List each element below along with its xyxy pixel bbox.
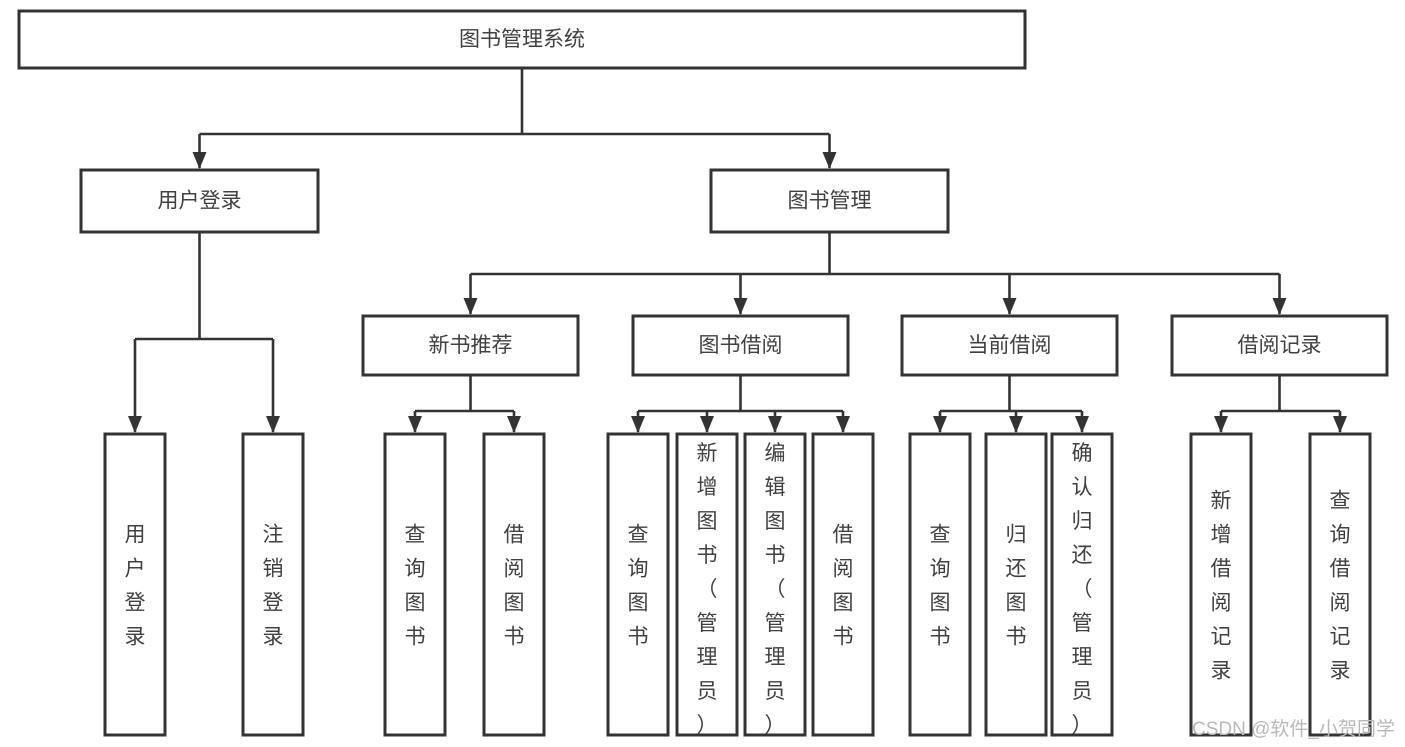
- node-leaf-leaf-confirm-return[interactable]: 确认归还（管理员）: [1050, 432, 1114, 737]
- arrow-head-icon: [463, 298, 478, 315]
- watermark-label: CSDN @软件_小贺同学: [1192, 719, 1395, 740]
- node-level2-book-manage[interactable]: 图书管理: [709, 168, 950, 234]
- node-leaf-leaf-query-book-3[interactable]: 查询图书: [908, 432, 972, 737]
- connector-layer: [128, 68, 1347, 433]
- arrow-head-icon: [1009, 416, 1023, 433]
- arrow-head-icon: [836, 416, 850, 433]
- arrow-head-icon: [1214, 416, 1228, 433]
- node-leaf-leaf-query-book-2-label: 查询图书: [628, 524, 649, 649]
- node-level3-current-borrow-label: 当前借阅: [968, 334, 1052, 357]
- node-level2-user-login[interactable]: 用户登录: [79, 168, 320, 234]
- node-root-rect[interactable]: [17, 9, 1027, 70]
- node-level3-new-book-recommend-label: 新书推荐: [429, 334, 513, 357]
- node-leaf-leaf-query-book-3-label: 查询图书: [930, 524, 951, 649]
- node-level3-borrow-record[interactable]: 借阅记录: [1170, 314, 1389, 377]
- node-leaf-leaf-query-book-2[interactable]: 查询图书: [606, 432, 670, 737]
- node-leaf-leaf-edit-book-label: 编辑图书（管理员）: [765, 442, 786, 737]
- node-level3-book-borrow[interactable]: 图书借阅: [631, 314, 850, 377]
- node-level3-borrow-record-label: 借阅记录: [1238, 334, 1322, 357]
- node-leaf-leaf-borrow-book-1-label: 借阅图书: [504, 524, 525, 649]
- arrow-head-icon: [768, 416, 782, 433]
- node-leaf-leaf-query-book-1-label: 查询图书: [405, 524, 426, 649]
- arrow-head-icon: [1002, 298, 1017, 315]
- node-leaf-leaf-query-book-3-rect[interactable]: [908, 432, 972, 737]
- node-leaf-leaf-query-record[interactable]: 查询借阅记录: [1308, 432, 1372, 737]
- node-leaf-leaf-logout[interactable]: 注销登录: [241, 432, 305, 737]
- node-leaf-leaf-add-book[interactable]: 新增图书（管理员）: [675, 432, 739, 737]
- arrow-head-icon: [733, 298, 748, 315]
- node-leaf-leaf-confirm-return-label: 确认归还（管理员）: [1072, 442, 1093, 737]
- node-layer: 图书管理系统用户登录图书管理新书推荐图书借阅当前借阅借阅记录用户登录注销登录查询…: [17, 9, 1389, 737]
- node-leaf-leaf-edit-book-rect[interactable]: [743, 432, 807, 737]
- node-leaf-leaf-user-login-label: 用户登录: [125, 524, 146, 649]
- node-leaf-leaf-add-book-rect[interactable]: [675, 432, 739, 737]
- node-root-label: 图书管理系统: [459, 28, 585, 51]
- node-leaf-leaf-borrow-book-2-label: 借阅图书: [833, 524, 854, 649]
- arrow-head-icon: [507, 416, 521, 433]
- node-leaf-leaf-logout-rect[interactable]: [241, 432, 305, 737]
- node-leaf-leaf-confirm-return-rect[interactable]: [1050, 432, 1114, 737]
- node-leaf-leaf-query-book-1[interactable]: 查询图书: [383, 432, 447, 737]
- node-level3-current-borrow[interactable]: 当前借阅: [900, 314, 1119, 377]
- node-level3-new-book-recommend-rect[interactable]: [361, 314, 580, 377]
- node-leaf-leaf-logout-label: 注销登录: [263, 524, 284, 649]
- node-level3-book-borrow-rect[interactable]: [631, 314, 850, 377]
- node-leaf-leaf-query-record-label: 查询借阅记录: [1330, 490, 1351, 683]
- node-leaf-leaf-return-book-label: 归还图书: [1006, 524, 1027, 649]
- arrow-head-icon: [631, 416, 645, 433]
- node-leaf-leaf-add-record-label: 新增借阅记录: [1211, 490, 1232, 683]
- node-leaf-leaf-borrow-book-2-rect[interactable]: [811, 432, 875, 737]
- arrow-head-icon: [700, 416, 714, 433]
- node-level3-new-book-recommend[interactable]: 新书推荐: [361, 314, 580, 377]
- node-level2-book-manage-label: 图书管理: [788, 190, 872, 213]
- node-leaf-leaf-return-book[interactable]: 归还图书: [984, 432, 1048, 737]
- arrow-head-icon: [266, 416, 280, 433]
- node-root[interactable]: 图书管理系统: [17, 9, 1027, 70]
- node-leaf-leaf-query-book-1-rect[interactable]: [383, 432, 447, 737]
- node-level2-user-login-rect[interactable]: [79, 168, 320, 234]
- arrow-head-icon: [822, 152, 837, 169]
- node-leaf-leaf-query-book-2-rect[interactable]: [606, 432, 670, 737]
- arrow-head-icon: [408, 416, 422, 433]
- node-leaf-leaf-add-record-rect[interactable]: [1189, 432, 1253, 737]
- node-leaf-leaf-borrow-book-2[interactable]: 借阅图书: [811, 432, 875, 737]
- arrow-head-icon: [1333, 416, 1347, 433]
- arrow-head-icon: [192, 152, 207, 169]
- arrow-head-icon: [128, 416, 142, 433]
- node-leaf-leaf-query-record-rect[interactable]: [1308, 432, 1372, 737]
- node-leaf-leaf-return-book-rect[interactable]: [984, 432, 1048, 737]
- node-leaf-leaf-user-login[interactable]: 用户登录: [103, 432, 167, 737]
- node-leaf-leaf-user-login-rect[interactable]: [103, 432, 167, 737]
- arrow-head-icon: [1272, 298, 1287, 315]
- node-leaf-leaf-add-record[interactable]: 新增借阅记录: [1189, 432, 1253, 737]
- node-level3-book-borrow-label: 图书借阅: [699, 334, 783, 357]
- node-leaf-leaf-add-book-label: 新增图书（管理员）: [697, 442, 718, 737]
- node-level2-book-manage-rect[interactable]: [709, 168, 950, 234]
- node-leaf-leaf-borrow-book-1-rect[interactable]: [482, 432, 546, 737]
- node-leaf-leaf-borrow-book-1[interactable]: 借阅图书: [482, 432, 546, 737]
- node-level2-user-login-label: 用户登录: [158, 190, 242, 213]
- arrow-head-icon: [933, 416, 947, 433]
- arrow-head-icon: [1075, 416, 1089, 433]
- node-leaf-leaf-edit-book[interactable]: 编辑图书（管理员）: [743, 432, 807, 737]
- node-level3-current-borrow-rect[interactable]: [900, 314, 1119, 377]
- node-level3-borrow-record-rect[interactable]: [1170, 314, 1389, 377]
